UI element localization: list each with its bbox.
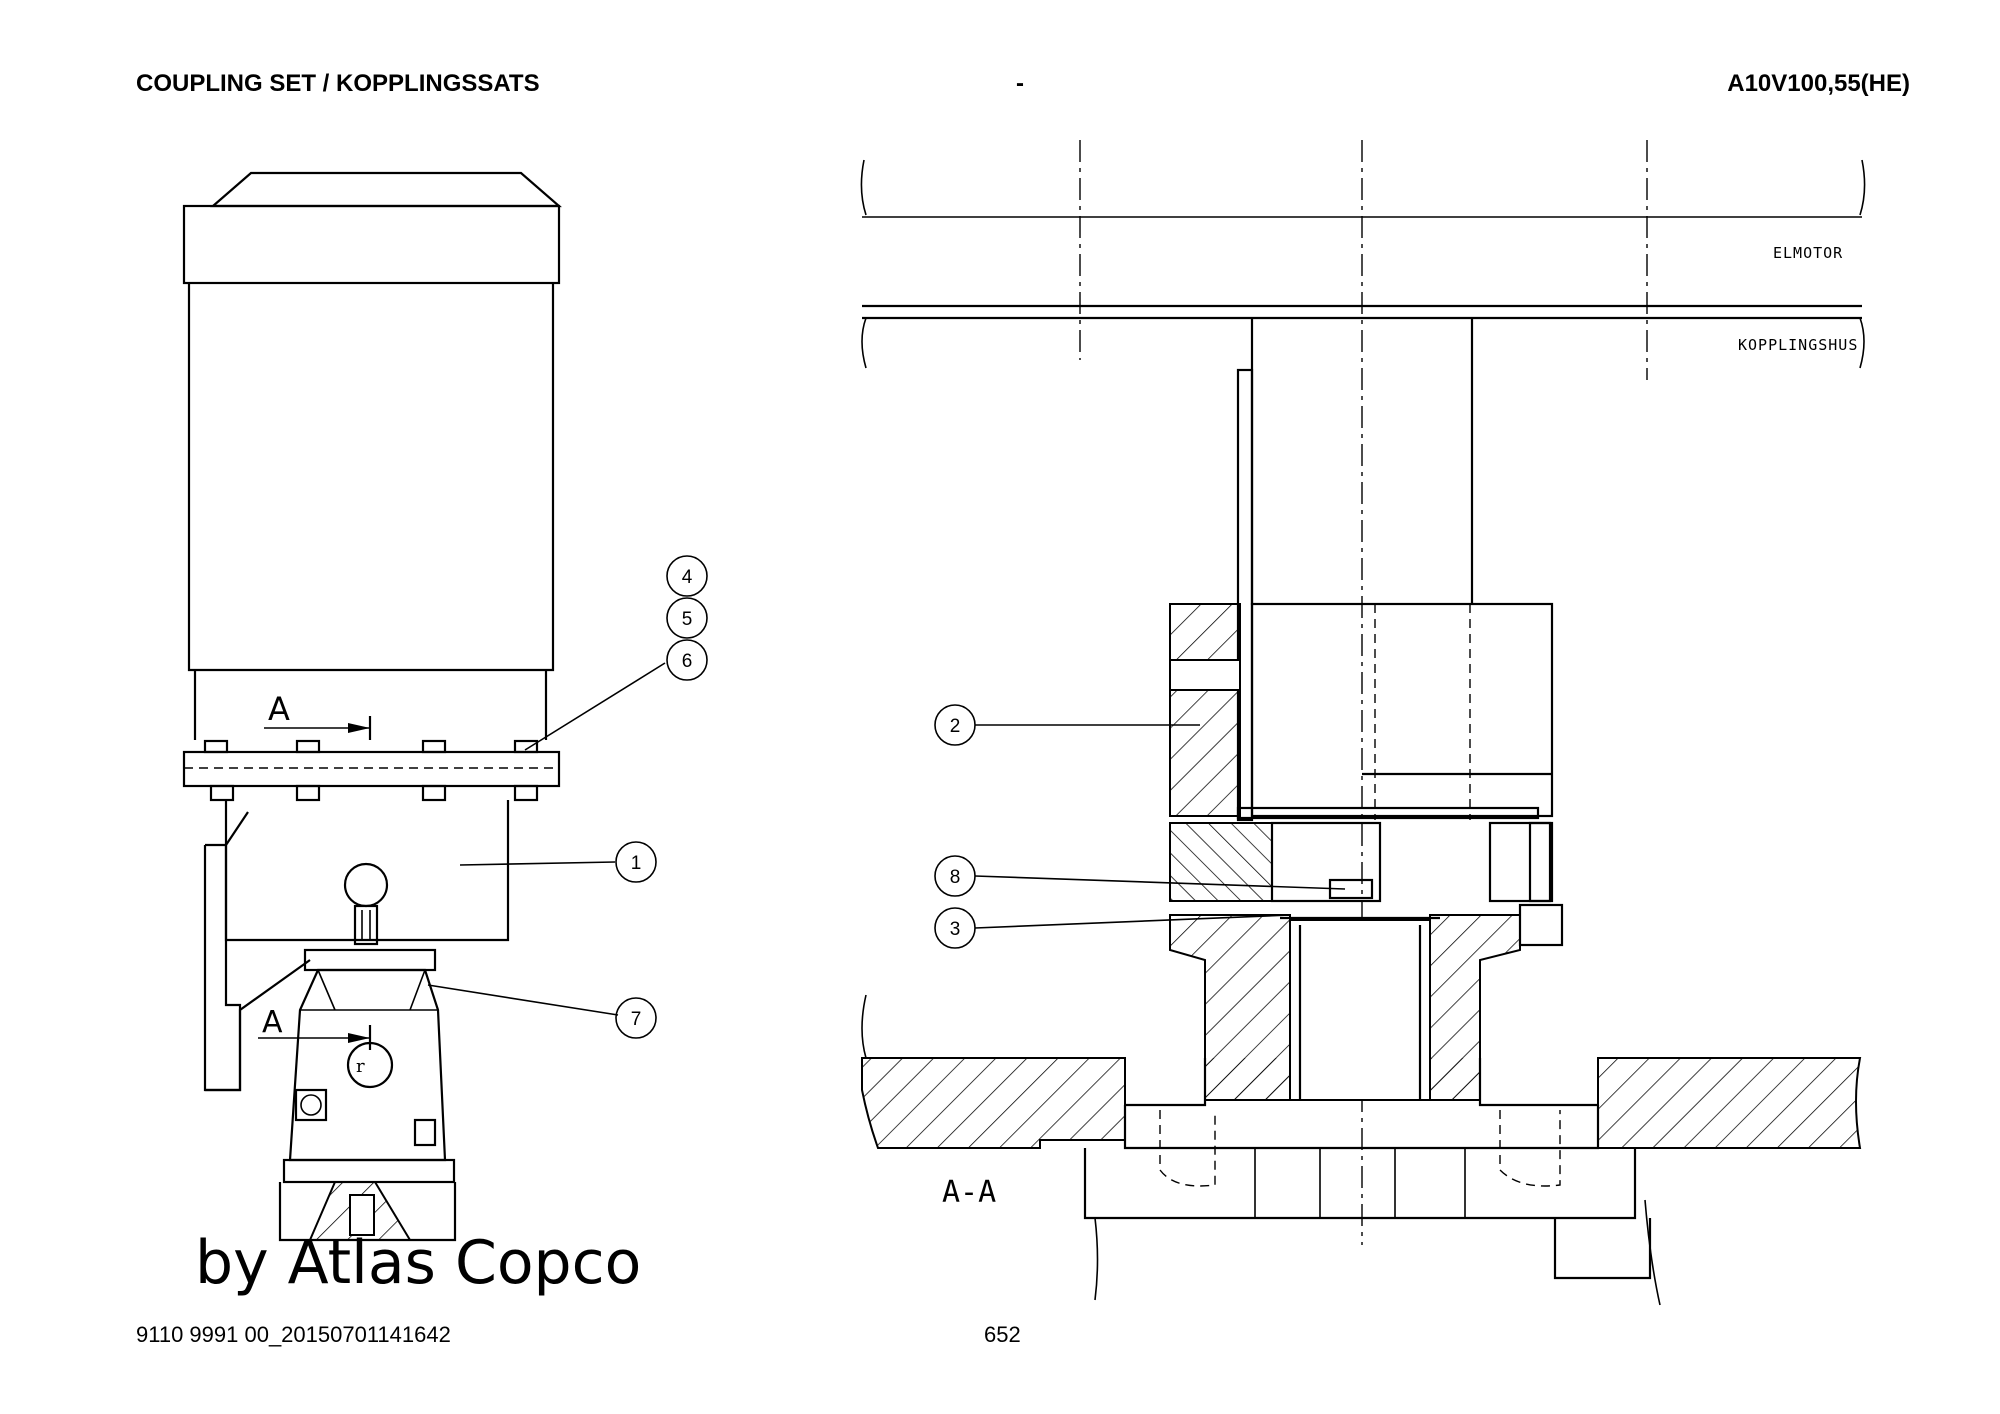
svg-text:r: r [356, 1056, 365, 1077]
pump-flange-left [861, 1057, 1126, 1149]
label-motor: ELMOTOR [1773, 244, 1843, 262]
section-label: A-A [942, 1175, 996, 1210]
svg-text:8: 8 [950, 867, 961, 888]
section-view: ELMOTOR KOPPLINGSHUS [860, 140, 1866, 1306]
shaft-key [1236, 368, 1254, 822]
svg-text:5: 5 [682, 609, 693, 630]
section-marker-lower: A [262, 1005, 283, 1040]
balloon-5: 5 [666, 597, 708, 639]
hydraulic-pump: r [278, 948, 457, 1242]
page-number: 652 [984, 1322, 1021, 1347]
coupling-hub-upper [1169, 603, 1241, 817]
coupling-spider [1169, 822, 1273, 902]
motor-cap [210, 171, 562, 208]
svg-text:3: 3 [950, 919, 961, 940]
flange-bolts [203, 739, 539, 802]
header-separator: - [1016, 70, 1024, 97]
label-housing: KOPPLINGSHUS [1738, 336, 1858, 354]
motor-top-band [182, 204, 561, 285]
svg-text:7: 7 [631, 1009, 642, 1030]
flange [182, 750, 561, 788]
svg-text:2: 2 [950, 716, 961, 737]
svg-text:4: 4 [682, 567, 693, 588]
assembly-view: A r [182, 171, 708, 1242]
coupling-housing [224, 800, 510, 942]
page-title: COUPLING SET / KOPPLINGSSATS [136, 70, 540, 97]
balloon-7: 7 [615, 997, 657, 1039]
balloon-4: 4 [666, 555, 708, 597]
watermark: by Atlas Copco [195, 1228, 641, 1298]
motor-body [187, 283, 555, 672]
svg-text:1: 1 [631, 853, 642, 874]
balloon-8: 8 [934, 855, 976, 897]
document-id: 9110 9991 00_20150701141642 [136, 1322, 451, 1347]
balloon-1: 1 [615, 841, 657, 883]
support-bracket [203, 811, 249, 1092]
svg-text:6: 6 [682, 651, 693, 672]
section-marker-upper: A [268, 690, 290, 728]
balloon-3: 3 [934, 907, 976, 949]
balloon-6: 6 [666, 639, 708, 681]
pump-flange-right [1597, 1057, 1862, 1149]
model-code: A10V100,55(HE) [1727, 70, 1910, 97]
balloon-2: 2 [934, 704, 976, 746]
